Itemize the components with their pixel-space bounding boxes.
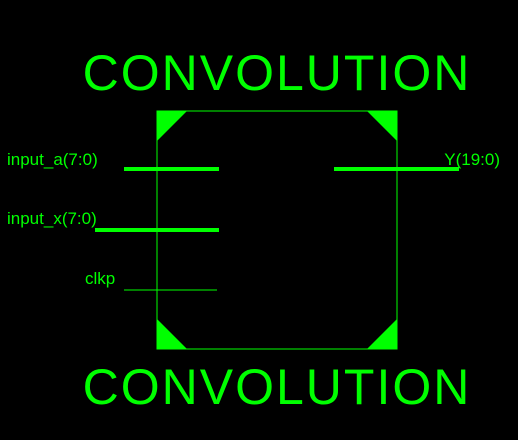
port-clk-label: clkp (85, 269, 115, 288)
block-title-bottom: CONVOLUTION (83, 359, 472, 415)
corner-marker-top-left (157, 111, 187, 141)
corner-marker-bottom-right (367, 319, 397, 349)
corner-marker-top-right (367, 111, 397, 141)
port-input-a-label: input_a(7:0) (7, 150, 98, 169)
block-title-top: CONVOLUTION (83, 45, 472, 101)
port-input-x-label: input_x(7:0) (7, 209, 97, 228)
corner-marker-bottom-left (157, 319, 187, 349)
port-output-y-label: Y(19:0) (444, 150, 500, 169)
